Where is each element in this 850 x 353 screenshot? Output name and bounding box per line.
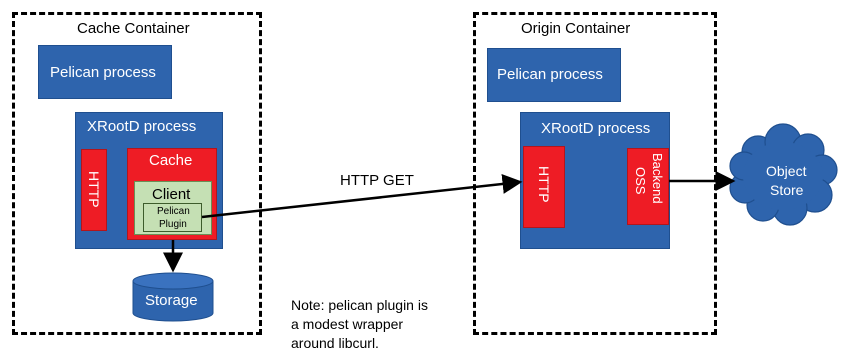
http-get-label: HTTP GET: [340, 172, 414, 189]
object-store-label-line1: Object: [766, 163, 807, 179]
origin-pelican-process-label: Pelican process: [497, 66, 603, 83]
cache-http-label: HTTP: [86, 171, 102, 208]
storage-label: Storage: [145, 292, 198, 309]
cache-block-label: Cache: [149, 152, 193, 169]
backend-oss-block: Backend OSS: [627, 148, 669, 225]
client-label: Client: [152, 186, 191, 203]
origin-http-label: HTTP: [536, 166, 552, 203]
cache-http-block: HTTP: [81, 149, 107, 231]
backend-oss-label-line2: OSS: [633, 167, 648, 195]
origin-http-block: HTTP: [523, 146, 565, 228]
pelican-plugin-label-line1: Pelican: [157, 206, 190, 217]
cache-container-title: Cache Container: [77, 20, 190, 37]
pelican-plugin-block: Pelican Plugin: [143, 203, 202, 232]
pelican-plugin-label-line2: Plugin: [159, 219, 187, 230]
cache-pelican-process: Pelican process: [38, 45, 172, 99]
plugin-note: Note: pelican plugin is a modest wrapper…: [291, 297, 428, 351]
cache-xrootd-process-label: XRootD process: [87, 118, 197, 135]
origin-pelican-process: Pelican process: [487, 48, 621, 102]
origin-xrootd-process-label: XRootD process: [541, 120, 651, 137]
object-store-label-line2: Store: [770, 182, 804, 198]
cache-pelican-process-label: Pelican process: [50, 64, 156, 81]
backend-oss-label-line1: Backend: [650, 153, 665, 204]
origin-container-title: Origin Container: [521, 20, 631, 37]
